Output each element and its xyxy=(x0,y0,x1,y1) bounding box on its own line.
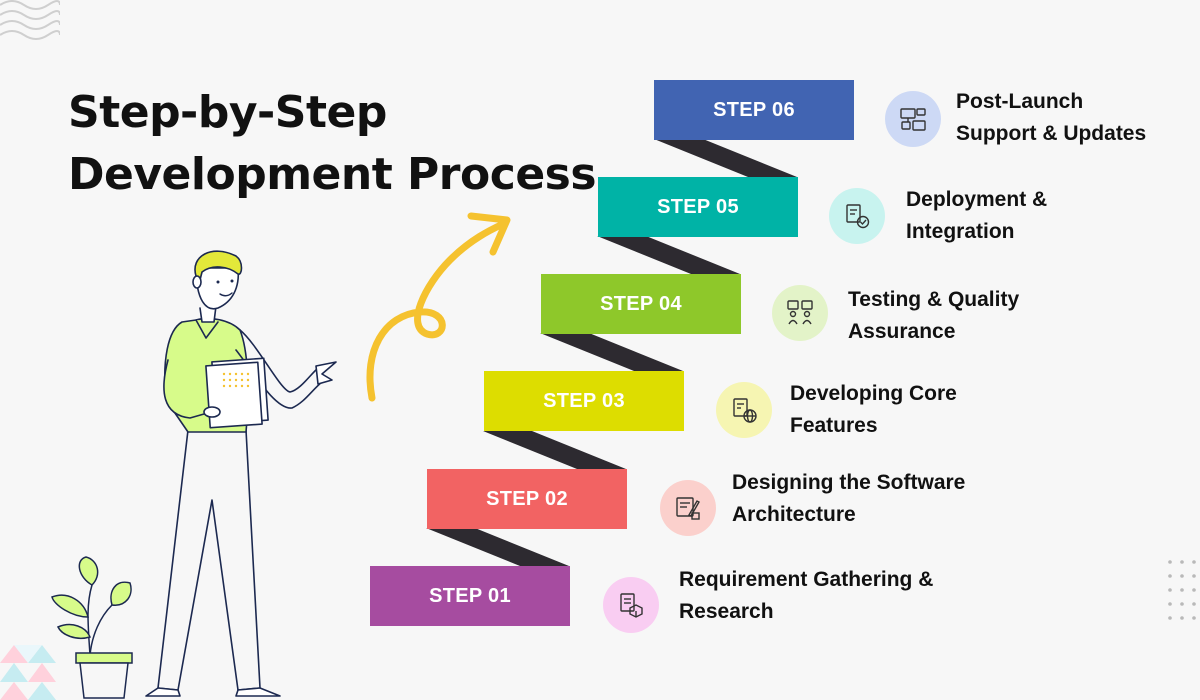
curved-arrow-icon xyxy=(366,212,511,402)
staircase xyxy=(426,139,797,566)
step-04-line-2: Assurance xyxy=(848,320,956,343)
step-04-line-1: Testing & Quality xyxy=(848,288,1020,311)
step-01-bar: STEP 01 xyxy=(370,566,570,626)
blueprint-icon xyxy=(660,480,716,536)
step-02-bar: STEP 02 xyxy=(427,469,627,529)
step-05-line-2: Integration xyxy=(906,220,1015,243)
step-06-label: STEP 06 xyxy=(713,98,795,121)
step-06-description: Post-Launch Support & Updates xyxy=(956,86,1196,150)
step-02-description: Designing the Software Architecture xyxy=(732,467,1022,531)
step-01-label: STEP 01 xyxy=(429,584,511,607)
dot-grid-decoration xyxy=(1168,560,1196,620)
step-05-bar: STEP 05 xyxy=(598,177,798,237)
step-01-line-2: Research xyxy=(679,600,774,623)
title-line-2: Development Process xyxy=(68,149,597,200)
step-02-label: STEP 02 xyxy=(486,487,568,510)
support-updates-icon xyxy=(885,91,941,147)
man-with-clipboard-illustration xyxy=(145,250,337,697)
step-02-line-1: Designing the Software xyxy=(732,471,966,494)
step-04-description: Testing & Quality Assurance xyxy=(848,284,1138,348)
title-line-1: Step-by-Step xyxy=(68,87,387,138)
potted-plant-illustration xyxy=(51,556,133,699)
deploy-check-icon xyxy=(829,188,885,244)
step-06-line-2: Support & Updates xyxy=(956,122,1147,145)
triangle-pattern-decoration xyxy=(0,645,56,700)
step-04-bar: STEP 04 xyxy=(541,274,741,334)
step-03-label: STEP 03 xyxy=(543,389,625,412)
document-box-icon xyxy=(603,577,659,633)
testing-people-icon xyxy=(772,285,828,341)
step-03-line-1: Developing Core xyxy=(790,382,957,405)
step-06-line-1: Post-Launch xyxy=(956,90,1084,113)
step-05-label: STEP 05 xyxy=(657,195,739,218)
page-title: Step-by-Step Development Process xyxy=(68,82,597,206)
wavy-lines-decoration xyxy=(0,0,60,40)
step-01-line-1: Requirement Gathering & xyxy=(679,568,934,591)
step-03-description: Developing Core Features xyxy=(790,378,1080,442)
step-01-description: Requirement Gathering & Research xyxy=(679,564,969,628)
step-02-line-2: Architecture xyxy=(732,503,856,526)
step-05-line-1: Deployment & xyxy=(906,188,1048,211)
code-globe-icon xyxy=(716,382,772,438)
stair-risers xyxy=(426,139,797,566)
step-06-bar: STEP 06 xyxy=(654,80,854,140)
step-05-description: Deployment & Integration xyxy=(906,184,1196,248)
step-03-line-2: Features xyxy=(790,414,878,437)
step-03-bar: STEP 03 xyxy=(484,371,684,431)
step-04-label: STEP 04 xyxy=(600,292,682,315)
